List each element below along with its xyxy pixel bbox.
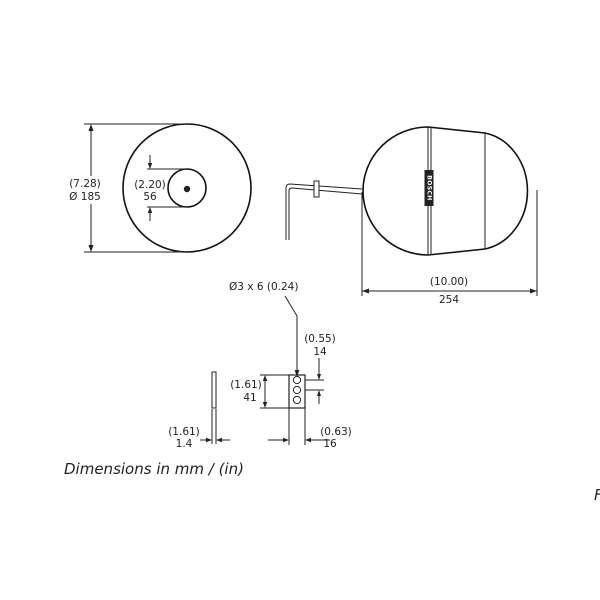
screw-hole-2 bbox=[292, 385, 302, 395]
screw-label: Ø3 x 6 (0.24) bbox=[229, 281, 298, 293]
hole-in-label: (2.20) bbox=[134, 179, 166, 191]
plate-profile bbox=[211, 371, 217, 409]
brand-label: BOSCH bbox=[426, 175, 433, 200]
plate-height-in-label: (1.61) bbox=[230, 379, 262, 391]
plate-width-in-label: (0.63) bbox=[320, 426, 352, 438]
length-dimension: (10.00) 254 bbox=[361, 190, 538, 306]
hole-diameter-dimension: (2.20) 56 bbox=[134, 155, 187, 221]
diameter-mm-label: Ø 185 bbox=[69, 191, 101, 203]
plate-height-mm-label: 41 bbox=[243, 392, 256, 404]
edge-mark: F bbox=[594, 486, 600, 504]
pitch-mm-label: 14 bbox=[313, 346, 327, 358]
plate-width-dimension: (0.63) 16 bbox=[268, 408, 352, 450]
plate-detail: Ø3 x 6 (0.24) (0.55) 14 (1.61) 41 bbox=[168, 281, 352, 450]
plate-height-dimension: (1.61) 41 bbox=[230, 374, 289, 409]
front-diameter-dimension: (7.28) Ø 185 bbox=[69, 123, 187, 253]
length-in-label: (10.00) bbox=[430, 276, 468, 288]
thickness-in-label: (1.61) bbox=[168, 426, 200, 438]
speaker-side-body bbox=[362, 126, 529, 256]
units-caption: Dimensions in mm / (in) bbox=[64, 460, 244, 478]
pitch-dimension: (0.55) 14 bbox=[304, 333, 336, 404]
front-view: (7.28) Ø 185 (2.20) 56 bbox=[69, 123, 252, 253]
side-view: BOSCH (10.00) 254 bbox=[285, 126, 538, 306]
pitch-in-label: (0.55) bbox=[304, 333, 336, 345]
brand-badge bbox=[424, 170, 434, 206]
bracket-clamp bbox=[313, 180, 320, 198]
plate-front bbox=[288, 374, 306, 409]
screw-hole-3 bbox=[292, 395, 302, 405]
mounting-bracket-inner bbox=[288, 187, 363, 240]
mounting-bracket bbox=[285, 183, 363, 240]
thickness-mm-label: 1.4 bbox=[176, 438, 193, 450]
thickness-dimension: (1.61) 1.4 bbox=[168, 409, 230, 450]
hole-mm-label: 56 bbox=[143, 191, 157, 203]
screw-callout: Ø3 x 6 (0.24) bbox=[229, 281, 300, 377]
center-dot bbox=[183, 185, 191, 193]
diameter-in-label: (7.28) bbox=[69, 178, 101, 190]
length-mm-label: 254 bbox=[439, 294, 459, 306]
plate-width-mm-label: 16 bbox=[323, 438, 337, 450]
